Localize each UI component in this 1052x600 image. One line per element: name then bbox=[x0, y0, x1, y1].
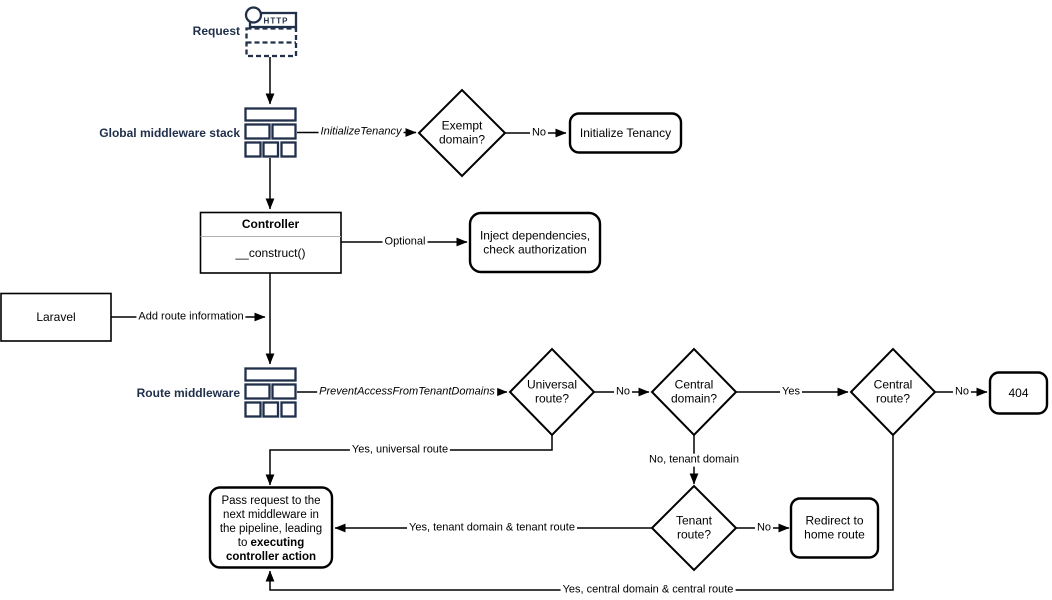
route-middleware-label: Route middleware bbox=[136, 386, 240, 400]
pass-request-bold-text: executing controller action bbox=[225, 536, 317, 563]
edge-label-optional: Optional bbox=[382, 235, 428, 249]
exempt-domain-label: Exempt domain? bbox=[438, 118, 486, 147]
http-request-icon bbox=[244, 6, 298, 58]
404-label: 404 bbox=[1008, 385, 1029, 400]
http-text: HTTP bbox=[263, 16, 289, 25]
edge-label-tenant-route-no: No bbox=[754, 521, 774, 535]
edge-label-universal-yes: Yes, universal route bbox=[349, 443, 451, 457]
pass-request-text: Pass request to the next middleware in t… bbox=[219, 494, 323, 549]
global-middleware-stack-label: Global middleware stack bbox=[99, 126, 240, 140]
exempt-domain-diamond bbox=[417, 88, 507, 178]
central-route-label: Central route? bbox=[873, 377, 913, 406]
404-box bbox=[988, 371, 1049, 415]
initialize-tenancy-box bbox=[568, 112, 683, 154]
edge-label-central-route-no: No bbox=[952, 385, 972, 399]
edge-label-central-domain-yes: Yes bbox=[780, 385, 802, 399]
pass-request-box bbox=[208, 486, 334, 569]
global-middleware-stack-icon bbox=[244, 107, 297, 158]
central-domain-diamond bbox=[650, 347, 738, 437]
central-route-diamond bbox=[849, 347, 937, 437]
edge-label-initialize-tenancy: InitializeTenancy bbox=[318, 125, 404, 139]
tenant-route-diamond bbox=[650, 484, 738, 572]
edge-label-tenant-yes: Yes, tenant domain & tenant route bbox=[407, 521, 577, 535]
tenant-route-label: Tenant route? bbox=[675, 513, 713, 542]
central-domain-label: Central domain? bbox=[670, 377, 718, 406]
laravel-label: Laravel bbox=[36, 309, 76, 324]
redirect-home-box bbox=[789, 497, 880, 559]
laravel-box bbox=[0, 292, 112, 342]
edge-label-universal-no: No bbox=[613, 385, 633, 399]
redirect-home-label: Redirect to home route bbox=[804, 513, 865, 542]
request-label: Request bbox=[192, 24, 240, 38]
controller-title: Controller bbox=[241, 216, 300, 231]
edge-label-exempt-no: No bbox=[529, 126, 549, 139]
universal-route-label: Universal route? bbox=[526, 377, 577, 406]
initialize-tenancy-label: Initialize Tenancy bbox=[579, 125, 672, 140]
route-middleware-stack-icon bbox=[244, 367, 297, 418]
edge-label-central-yes: Yes, central domain & central route bbox=[560, 583, 736, 597]
edge-label-tenant-domain-no: No, tenant domain bbox=[647, 453, 741, 467]
pass-request-label: Pass request to the next middleware in t… bbox=[214, 493, 328, 563]
controller-method: __construct() bbox=[235, 245, 306, 260]
controller-box bbox=[199, 211, 342, 274]
inject-dependencies-box bbox=[468, 211, 602, 274]
edge-label-prevent-access: PreventAccessFromTenantDomains bbox=[317, 385, 497, 399]
universal-route-diamond bbox=[508, 347, 596, 437]
inject-dependencies-label: Inject dependencies, check authorization bbox=[479, 228, 591, 257]
edge-label-add-route-information: Add route information bbox=[136, 310, 246, 324]
edge-universal-yes-to-pass bbox=[265, 435, 553, 486]
